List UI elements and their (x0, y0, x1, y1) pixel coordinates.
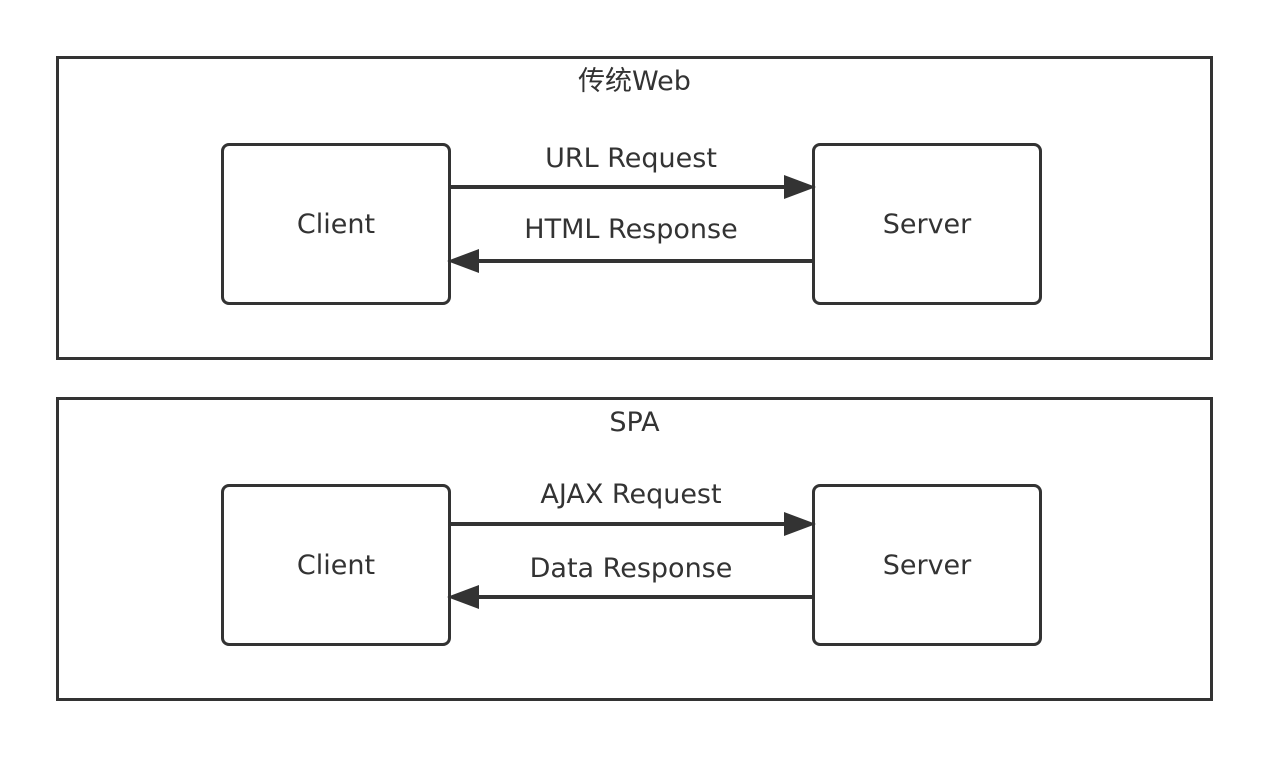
server-node: Server (812, 143, 1042, 305)
arrowhead-right-icon (784, 512, 816, 536)
connector-arrows (447, 512, 816, 609)
server-label: Server (882, 549, 972, 581)
response-arrow (447, 249, 812, 273)
response-arrow (447, 585, 812, 609)
arrowhead-left-icon (447, 585, 479, 609)
panel-title: SPA (609, 407, 660, 438)
panel-title: 传统Web (578, 66, 691, 97)
client-label: Client (296, 549, 376, 581)
client-label: Client (296, 208, 376, 240)
arrowhead-right-icon (784, 175, 816, 199)
server-node: Server (812, 484, 1042, 646)
traditional-web-panel: 传统Web Client Server URL Request HTML Res… (56, 56, 1213, 360)
client-node: Client (221, 484, 451, 646)
request-arrow (451, 175, 816, 199)
server-label: Server (882, 208, 972, 240)
request-arrow (451, 512, 816, 536)
spa-panel: SPA Client Server AJAX Request Data Resp… (56, 397, 1213, 701)
connector-arrows (447, 175, 816, 273)
response-label: HTML Response (524, 214, 738, 245)
client-node: Client (221, 143, 451, 305)
arrowhead-left-icon (447, 249, 479, 273)
response-label: Data Response (529, 553, 733, 584)
request-label: AJAX Request (540, 479, 722, 510)
request-label: URL Request (545, 143, 717, 174)
